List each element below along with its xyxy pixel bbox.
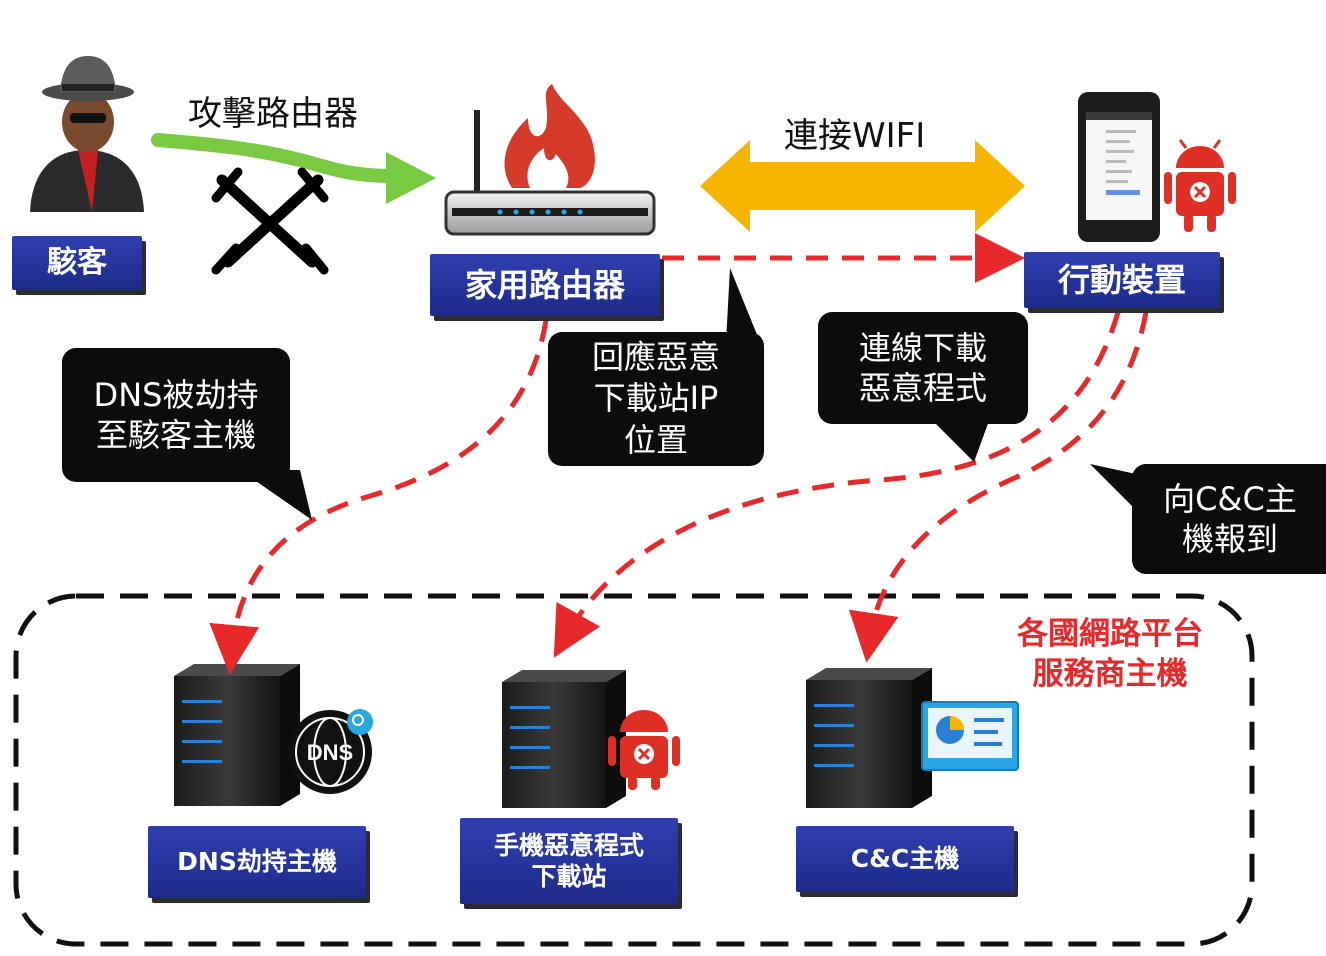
- router-to-dns-flow: [209, 319, 549, 675]
- crossed-swords-icon: [211, 167, 329, 275]
- caption-attack-router: 攻擊路由器: [188, 94, 358, 134]
- label-cnc-host: C&C主機: [796, 826, 1014, 892]
- caption-connect-wifi: 連接WIFI: [784, 116, 926, 156]
- control-panel-icon: [921, 701, 1019, 771]
- attack-arrow: [151, 133, 436, 204]
- bubble-tail-cnc: [1090, 464, 1136, 510]
- bubble-tail-dns: [240, 470, 312, 520]
- provider-region-title: 各國網路平台 服務商主機: [990, 614, 1230, 695]
- label-mobile-device: 行動裝置: [1024, 252, 1220, 308]
- phone-to-download-flow: [553, 311, 1121, 658]
- android-malware-icon-phone: [1164, 139, 1236, 232]
- server-icon-cnc: [806, 668, 932, 808]
- label-home-router: 家用路由器: [430, 254, 660, 316]
- smartphone-icon: [1078, 92, 1160, 242]
- server-icon-download: [502, 670, 626, 808]
- wifi-double-arrow: [700, 140, 1025, 232]
- svg-text:DNS: DNS: [307, 740, 353, 765]
- bubble-connect-download: 連線下載 惡意程式: [818, 312, 1028, 424]
- fire-icon: [504, 84, 595, 188]
- bubble-tail-connect: [930, 418, 990, 462]
- dns-globe-icon: DNS: [288, 709, 373, 794]
- label-malware-site: 手機惡意程式 下載站: [460, 818, 678, 904]
- label-dns-host: DNS劫持主機: [148, 826, 366, 898]
- provider-title-line1: 各國網路平台: [1017, 616, 1203, 652]
- label-hacker: 駭客: [12, 236, 142, 290]
- bubble-tail-reply: [726, 268, 760, 342]
- provider-region: [13, 593, 1255, 947]
- hacker-icon: [30, 56, 144, 212]
- bubble-dns-hijack: DNS被劫持 至駭客主機: [62, 348, 290, 482]
- server-icon-dns: [174, 664, 300, 806]
- phone-to-cnc-flow: [848, 311, 1149, 663]
- router-icon: [444, 110, 656, 236]
- provider-title-line2: 服務商主機: [1032, 656, 1188, 693]
- bubble-report-cnc: 向C&C主 機報到: [1132, 464, 1326, 574]
- bubble-reply-ip: 回應惡意 下載站IP 位置: [548, 332, 764, 466]
- android-malware-icon-server: [608, 710, 680, 790]
